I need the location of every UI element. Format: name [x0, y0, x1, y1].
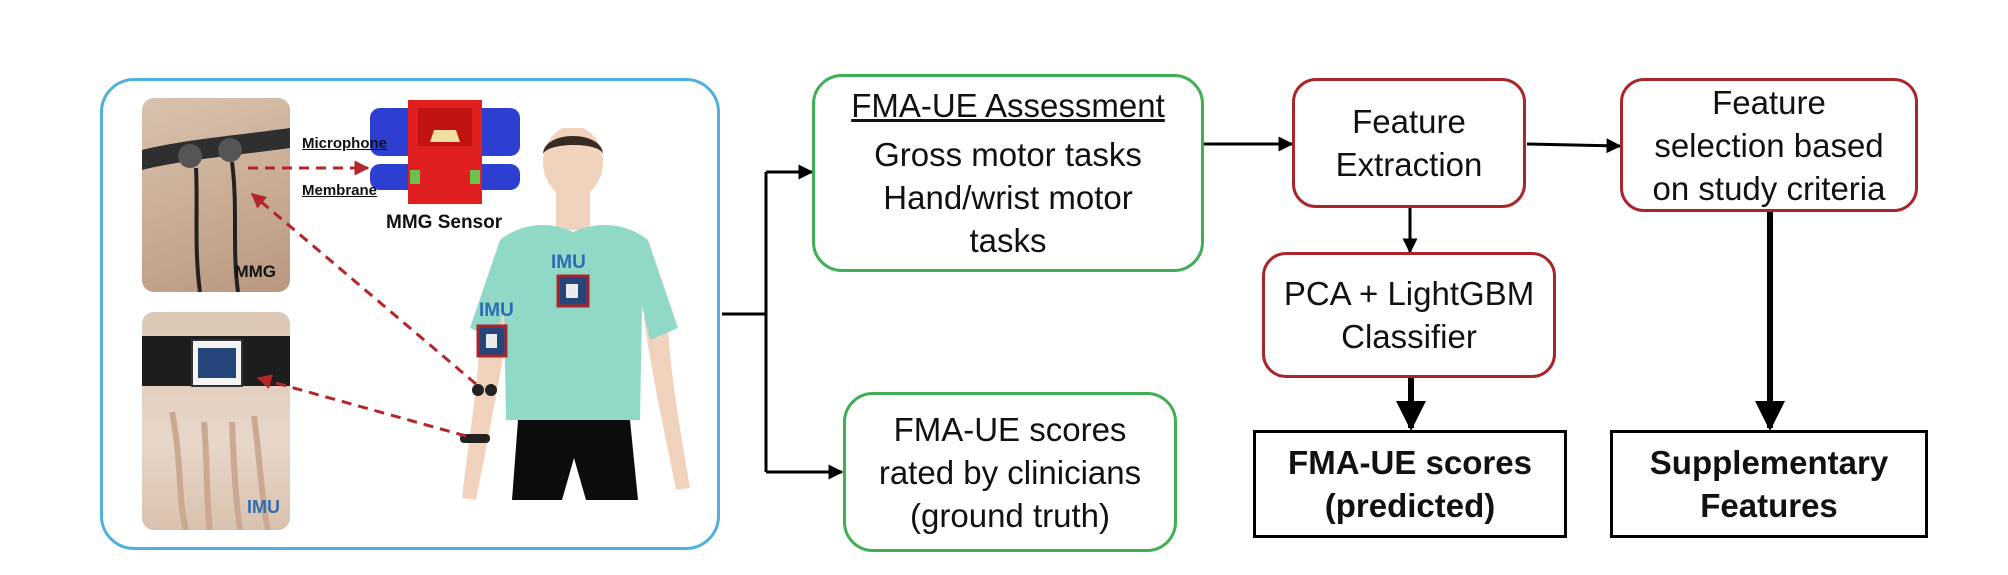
- supplementary-line-1: Supplementary: [1649, 444, 1889, 481]
- mmg-photo-label: MMG: [234, 262, 276, 281]
- imu-chest-label: IMU: [551, 252, 586, 273]
- feature-selection-line-3: on study criteria: [1652, 169, 1886, 207]
- electrode-callout-arrow: [250, 192, 477, 386]
- wrist-callout-arrow: [256, 374, 467, 438]
- feature-selection-line-1: Feature: [1712, 83, 1826, 121]
- arrow-to-feature-selection: [1526, 138, 1622, 154]
- feature-selection-line-2: selection based: [1654, 126, 1884, 164]
- scores-rated-line-2: rated by clinicians: [878, 453, 1142, 491]
- feature-extraction-line-2: Extraction: [1335, 146, 1483, 183]
- predicted-line-1: FMA-UE scores: [1288, 444, 1532, 481]
- feature-extraction-line-1: Feature: [1352, 103, 1466, 140]
- predicted-line-2: (predicted): [1324, 487, 1496, 524]
- feature-selection-box: Feature selection based on study criteri…: [1620, 78, 1918, 212]
- assessment-title: FMA-UE Assessment: [851, 87, 1165, 124]
- classifier-box: PCA + LightGBM Classifier: [1262, 252, 1556, 378]
- imu-photo-label: IMU: [247, 497, 280, 517]
- classifier-line-1: PCA + LightGBM: [1283, 275, 1535, 312]
- assessment-line-3: tasks: [969, 222, 1047, 259]
- imu-arm-label: IMU: [479, 300, 514, 321]
- fma-ue-scores-rated-box: FMA-UE scores rated by clinicians (groun…: [843, 392, 1177, 552]
- imu-wrist-photo: IMU: [142, 312, 290, 530]
- microphone-label: Microphone: [302, 135, 387, 152]
- mmg-sensor-label: MMG Sensor: [386, 212, 503, 233]
- body-figure: [460, 128, 690, 500]
- fma-ue-assessment-box: FMA-UE Assessment Gross motor tasks Hand…: [812, 74, 1204, 272]
- mmg-photo-illustration: [142, 128, 290, 292]
- feature-extraction-box: Feature Extraction: [1292, 78, 1526, 208]
- assessment-line-1: Gross motor tasks: [874, 136, 1142, 173]
- mmg-sensor-diagram: [370, 100, 520, 204]
- sensor-setup-panel: [100, 78, 720, 550]
- fma-ue-scores-predicted-box: FMA-UE scores (predicted): [1253, 430, 1567, 538]
- membrane-label: Membrane: [302, 182, 378, 199]
- scores-rated-line-3: (ground truth): [910, 496, 1110, 534]
- supplementary-features-box: Supplementary Features: [1610, 430, 1928, 538]
- assessment-line-2: Hand/wrist motor: [883, 179, 1133, 216]
- panel-branch-line: [722, 172, 768, 472]
- supplementary-line-2: Features: [1700, 487, 1838, 524]
- scores-rated-line-1: FMA-UE scores: [893, 410, 1127, 448]
- classifier-line-2: Classifier: [1341, 318, 1477, 355]
